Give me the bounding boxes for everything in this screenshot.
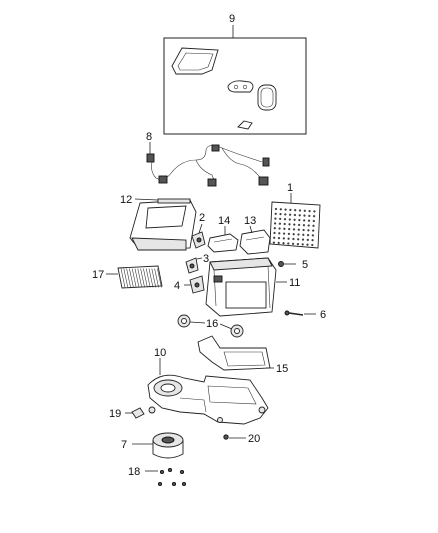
- seal-frame: [197, 335, 274, 371]
- callout-8: 8: [146, 131, 152, 143]
- kit-clip: [227, 80, 254, 93]
- callout-5: 5: [302, 259, 308, 271]
- callout-17: 17: [92, 269, 104, 281]
- evaporator-cover: [269, 193, 321, 249]
- screws-18: [145, 467, 187, 487]
- callout-11: 11: [289, 277, 300, 289]
- callout-9: 9: [229, 13, 235, 25]
- actuator-3: [185, 257, 203, 274]
- callout-4: 4: [174, 280, 180, 292]
- callout-10: 10: [154, 347, 166, 359]
- callout-2: 2: [199, 212, 205, 224]
- callout-1: 1: [287, 182, 293, 194]
- grommets-16: [177, 314, 244, 338]
- kit-small-clip: [237, 120, 253, 130]
- lower-case: [147, 358, 269, 425]
- clip-5: [278, 261, 296, 267]
- callout-7: 7: [121, 439, 127, 451]
- kit-pad: [257, 84, 277, 111]
- callout-14: 14: [218, 215, 230, 227]
- callout-6: 6: [320, 309, 326, 321]
- callout-20: 20: [248, 433, 260, 445]
- duct-14: [207, 226, 239, 253]
- callout-15: 15: [276, 363, 288, 375]
- callout-13: 13: [244, 215, 256, 227]
- callout-12: 12: [120, 194, 132, 206]
- heater-housing: [205, 257, 287, 317]
- actuator-4: [184, 275, 205, 294]
- duct-13: [239, 225, 271, 255]
- screw-6: [284, 310, 316, 316]
- blower-motor: [132, 432, 184, 459]
- bracket-19: [125, 407, 145, 419]
- actuator-2: [191, 223, 206, 249]
- cabin-filter: [106, 265, 163, 289]
- clip-20: [223, 434, 246, 440]
- wiring-harness: [146, 142, 270, 187]
- callout-19: 19: [109, 408, 121, 420]
- upper-housing: [129, 198, 197, 251]
- callout-18: 18: [128, 466, 140, 478]
- callout-16: 16: [206, 318, 218, 330]
- callout-3: 3: [203, 253, 209, 265]
- kit-box-group: [163, 25, 307, 135]
